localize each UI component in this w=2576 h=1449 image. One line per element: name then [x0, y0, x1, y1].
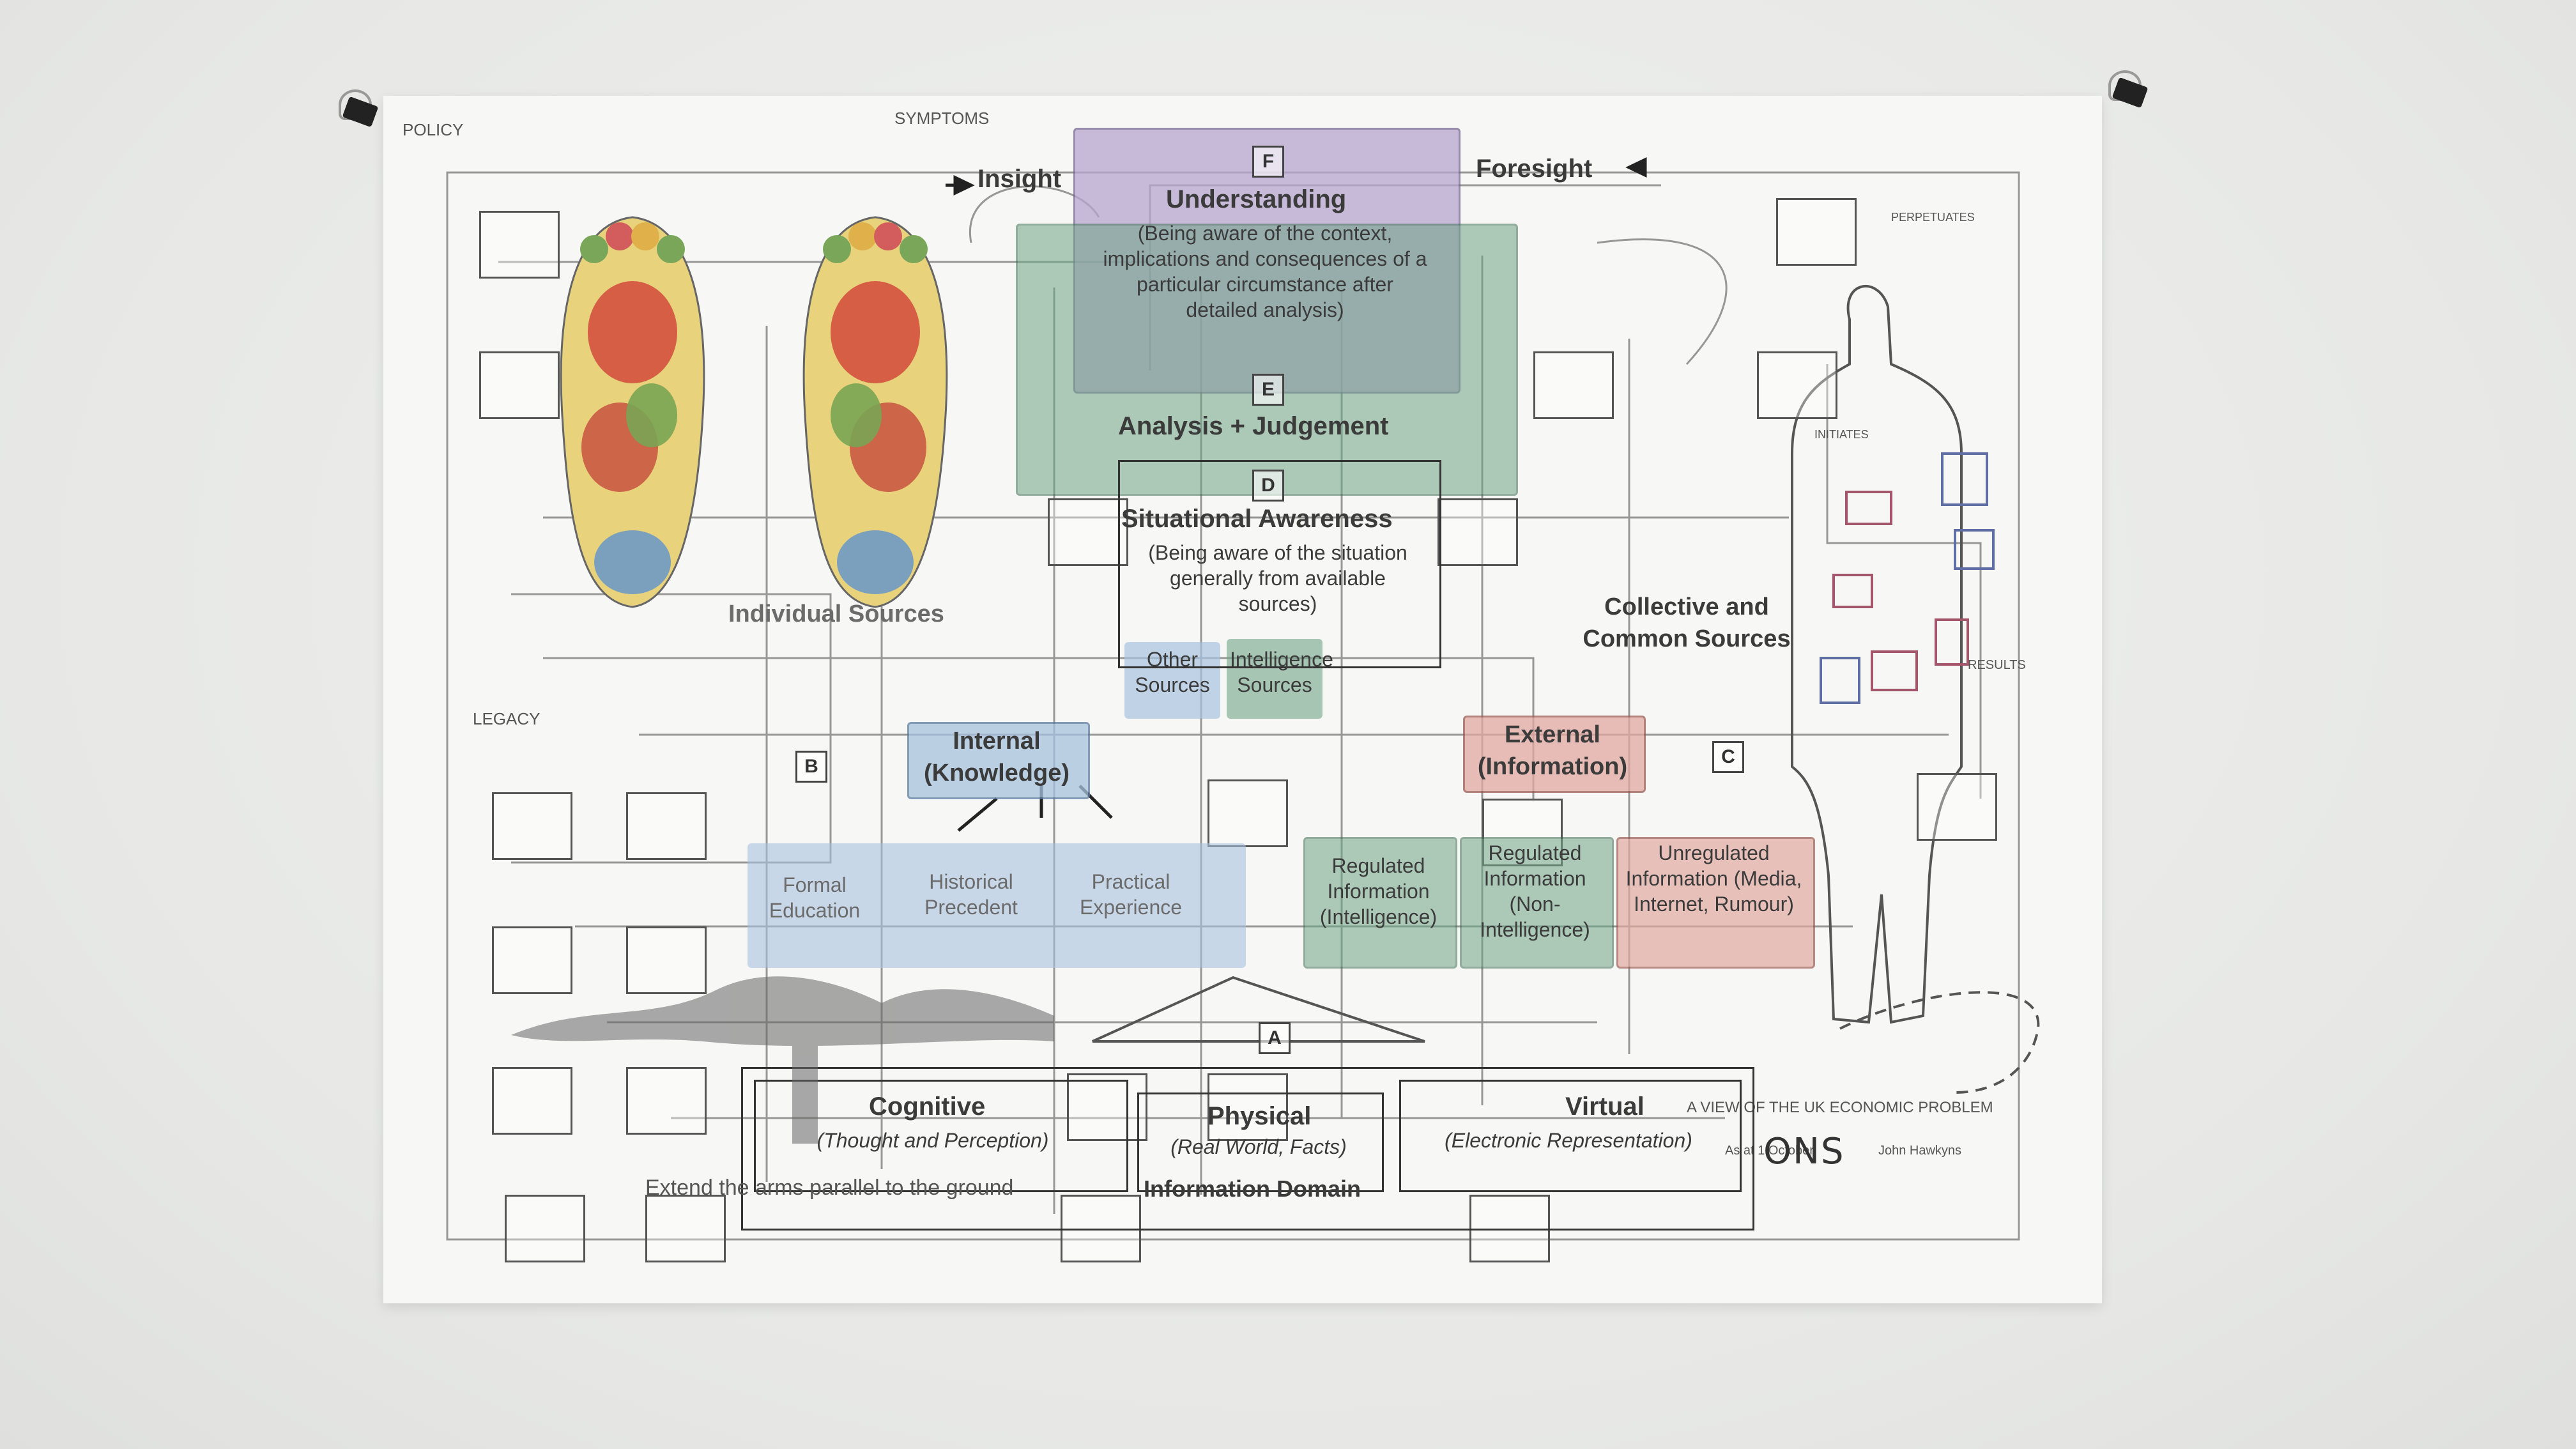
- virtual-box: [1399, 1080, 1742, 1192]
- node-box: [626, 1067, 707, 1135]
- information-domain-title: Information Domain: [1144, 1176, 1361, 1202]
- marker-letter-e: E: [1252, 374, 1284, 406]
- node-box: [1917, 773, 1997, 841]
- situational-awareness-title: Situational Awareness: [1121, 505, 1393, 533]
- binder-clip-left: [339, 89, 383, 128]
- understanding-description: (Being aware of the context, implication…: [1103, 222, 1427, 321]
- unregulated-information-label: Unregulated Information (Media, Internet…: [1625, 841, 1802, 916]
- foot-chart-right: [767, 204, 984, 620]
- individual-sources-label: Individual Sources: [728, 601, 944, 627]
- poster-label-symptoms: SYMPTOMS: [894, 109, 990, 128]
- marker-letter-f: F: [1252, 146, 1284, 178]
- marker-letter-b: B: [795, 751, 827, 783]
- external-box: [1463, 716, 1646, 793]
- poster-label-policy: POLICY: [402, 120, 464, 139]
- insight-label: Insight: [977, 165, 1062, 193]
- physical-title: Physical: [1208, 1102, 1312, 1130]
- node-box: [492, 1067, 572, 1135]
- node-box: [492, 792, 572, 860]
- information-domain-box: [741, 1067, 1754, 1230]
- virtual-title: Virtual: [1565, 1092, 1644, 1121]
- external-label: External (Information): [1477, 721, 1628, 780]
- binder-clip-right: [2108, 70, 2153, 109]
- cognitive-box: [754, 1080, 1128, 1192]
- poster-label-perpetuates: PERPETUATES: [1891, 211, 1975, 224]
- situational-awareness-box: [1118, 460, 1441, 668]
- unregulated-box: [1616, 837, 1815, 969]
- ons-logo: ONS: [1763, 1131, 1845, 1172]
- poster: POLICY SYMPTOMS LEGACY INITIATES RESULTS…: [383, 96, 2102, 1303]
- node-box: [1048, 498, 1128, 566]
- formal-history-practice-box: [747, 843, 1246, 968]
- regulated-intelligence-label: Regulated Information (Intelligence): [1319, 854, 1438, 928]
- collective-sources-label: Collective and Common Sources: [1583, 594, 1791, 652]
- marker-letter-d: D: [1252, 470, 1284, 502]
- node-box: [626, 926, 707, 994]
- foresight-label: Foresight: [1476, 155, 1593, 183]
- node-box: [492, 926, 572, 994]
- intelligence-sources-label: Intelligence Sources: [1230, 648, 1333, 696]
- node-box: [1533, 351, 1614, 419]
- analysis-box: [1016, 224, 1518, 496]
- practical-experience-label: Practical Experience: [1079, 870, 1183, 919]
- node-box: [479, 351, 560, 419]
- formal-education-label: Formal Education: [769, 873, 861, 922]
- physical-description: (Real World, Facts): [1170, 1135, 1347, 1158]
- regulated-nonintel-box: [1460, 837, 1614, 969]
- node-box: [645, 1195, 726, 1262]
- physical-box: [1137, 1092, 1384, 1192]
- node-box: [1208, 779, 1288, 847]
- poster-label-initiates: INITIATES: [1814, 428, 1869, 441]
- internal-box: [907, 722, 1090, 799]
- cognitive-title: Cognitive: [869, 1092, 986, 1121]
- poster-footer-date: As at 1 October: [1725, 1144, 1814, 1158]
- historical-precedent-label: Historical Precedent: [924, 870, 1018, 919]
- extend-arms-instruction: Extend the arms parallel to the ground: [645, 1176, 1014, 1200]
- node-box: [1776, 198, 1857, 266]
- understanding-title: Understanding: [1166, 185, 1347, 213]
- regulated-nonintelligence-label: Regulated Information (Non-Intelligence): [1480, 841, 1590, 941]
- foot-chart: [524, 204, 741, 620]
- node-box: [626, 792, 707, 860]
- intelligence-sources-box: [1227, 639, 1322, 719]
- other-sources-label: Other Sources: [1135, 648, 1210, 696]
- analysis-judgement-title: Analysis + Judgement: [1118, 412, 1389, 440]
- marker-letter-c: C: [1712, 741, 1744, 773]
- poster-footer-author: John Hawkyns: [1878, 1144, 1962, 1158]
- node-box: [1067, 1073, 1147, 1141]
- node-box: [479, 211, 560, 279]
- poster-label-legacy: LEGACY: [473, 709, 540, 728]
- other-sources-box: [1124, 642, 1220, 719]
- regulated-intel-box: [1303, 837, 1457, 969]
- node-box: [1208, 1073, 1288, 1141]
- marker-letter-a: A: [1259, 1022, 1291, 1054]
- node-box: [505, 1195, 585, 1262]
- cognitive-description: (Thought and Perception): [816, 1129, 1049, 1152]
- virtual-description: (Electronic Representation): [1445, 1129, 1692, 1152]
- node-box: [1438, 498, 1518, 566]
- poster-footer-title: A VIEW OF THE UK ECONOMIC PROBLEM: [1687, 1099, 1993, 1116]
- situational-awareness-description: (Being aware of the situation generally …: [1148, 541, 1407, 615]
- node-box: [1757, 351, 1837, 419]
- internal-label: Internal (Knowledge): [924, 728, 1070, 786]
- poster-label-results: RESULTS: [1968, 658, 2026, 672]
